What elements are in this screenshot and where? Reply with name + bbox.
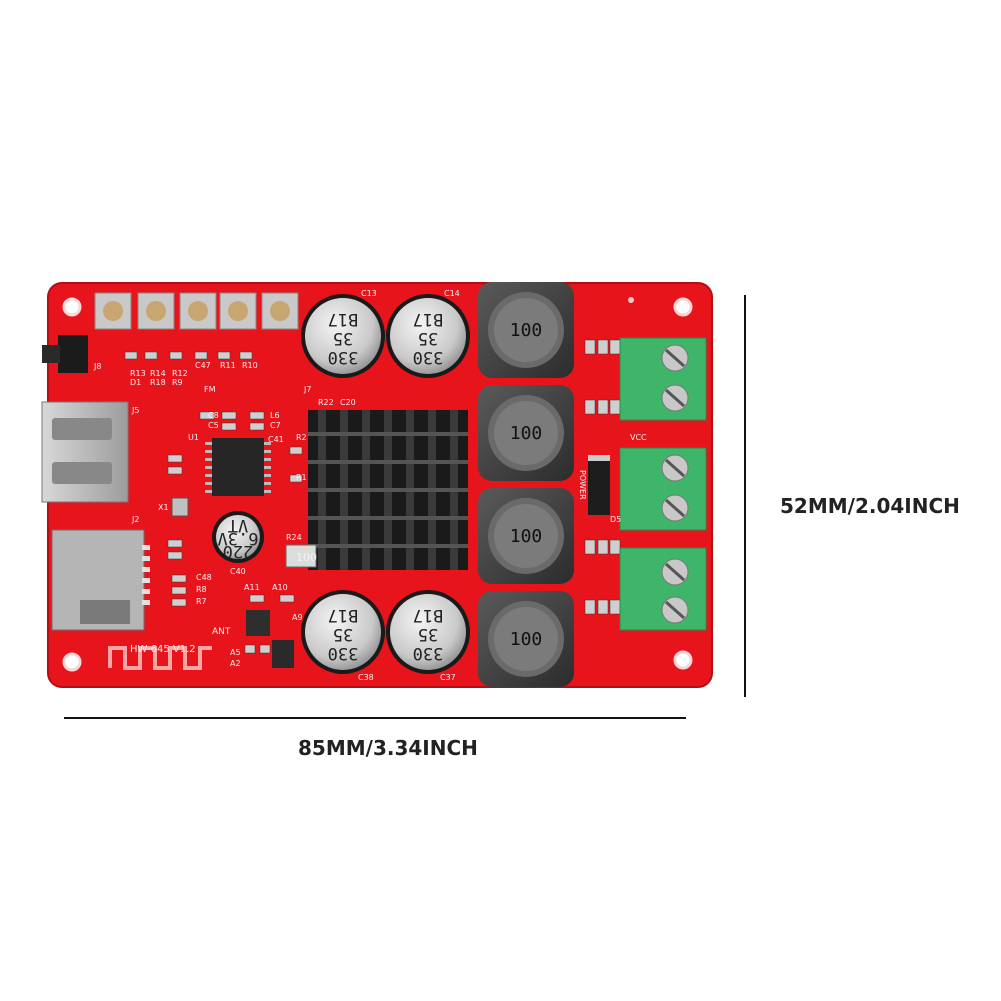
capacitor-4-line-1: 330 — [413, 643, 444, 663]
silk-c20: C20 — [340, 398, 356, 407]
silk-model: HW-645 V1.2 — [130, 644, 196, 655]
silk-r10: R10 — [242, 361, 258, 370]
silk-j5: J5 — [131, 406, 139, 415]
heatsink — [308, 410, 468, 570]
antenna-trace — [108, 646, 212, 670]
silk-d1: D1 — [130, 378, 141, 387]
silk-j8: J8 — [93, 362, 101, 371]
width-dimension-label: 85MM/3.34INCH — [298, 736, 478, 760]
ic-under-heatsink — [285, 544, 317, 568]
silk-l6: L6 — [270, 411, 280, 420]
inductor-2-label: 100 — [510, 423, 543, 444]
height-dimension-label: 52MM/2.04INCH — [780, 494, 960, 518]
silk-r11: R11 — [220, 361, 236, 370]
silk-r9: R9 — [172, 378, 183, 387]
terminal-block-3 — [619, 547, 707, 631]
capacitor-2: 330 35 B17 — [386, 294, 470, 378]
capacitor-2-line-2: 35 — [418, 328, 438, 348]
inductor-1-label: 100 — [510, 320, 543, 341]
mounting-hole — [673, 650, 693, 670]
silk-c47: C47 — [195, 361, 211, 370]
silk-r12: R12 — [172, 369, 188, 378]
silk-r8: R8 — [196, 585, 207, 594]
capacitor-3-line-2: 35 — [333, 624, 353, 644]
capacitor-1: 330 35 B17 — [301, 294, 385, 378]
small-capacitor-line-1: 220 — [223, 541, 254, 561]
ic-under-heatsink-label: 100 — [296, 551, 317, 564]
capacitor-4-line-2: 35 — [418, 624, 438, 644]
inductor-3-label: 100 — [510, 526, 543, 547]
mounting-hole — [673, 297, 693, 317]
silk-u1: U1 — [188, 433, 199, 442]
silk-vcc: VCC — [630, 433, 647, 442]
silk-c38: C38 — [358, 673, 374, 682]
capacitor-1-line-2: 35 — [333, 328, 353, 348]
audio-jack — [42, 335, 88, 373]
capacitor-2-line-3: B17 — [413, 309, 444, 329]
silk-c14: C14 — [444, 289, 460, 298]
silk-c41: C41 — [268, 435, 284, 444]
silk-c7: C7 — [270, 421, 281, 430]
capacitor-1-line-1: 330 — [328, 347, 359, 367]
silk-r22: R22 — [318, 398, 334, 407]
silk-ant: ANT — [212, 627, 231, 637]
silk-c40: C40 — [230, 567, 246, 576]
silk-c48: C48 — [196, 573, 212, 582]
small-capacitor: 220 6.3V VT — [212, 511, 264, 563]
silk-fm: FM — [204, 385, 216, 394]
silk-a9: A9 — [292, 613, 303, 622]
silk-r24: R24 — [286, 533, 302, 542]
terminal-block-2 — [619, 447, 707, 531]
small-capacitor-line-3: VT — [228, 515, 248, 535]
mounting-hole — [62, 297, 82, 317]
diode — [588, 455, 610, 515]
capacitor-3: 330 35 B17 — [301, 590, 385, 674]
silk-r2: R2 — [296, 433, 307, 442]
silk-j2: J2 — [131, 515, 139, 524]
capacitor-3-line-1: 330 — [328, 643, 359, 663]
silkscreen: C13 C14 J7 R22 C20 R2 R1 R24 C38 C37 C40… — [93, 289, 647, 682]
silk-a11: A11 — [244, 583, 260, 592]
capacitor-2-line-1: 330 — [413, 347, 444, 367]
mounting-hole — [62, 652, 82, 672]
silk-a10: A10 — [272, 583, 288, 592]
sd-card-slot — [51, 529, 150, 631]
push-buttons — [94, 292, 299, 330]
smd-components — [124, 339, 621, 654]
capacitor-1-line-3: B17 — [328, 309, 359, 329]
usb-port — [41, 401, 129, 503]
silk-r1: R1 — [296, 473, 307, 482]
silk-r18: R18 — [150, 378, 166, 387]
ic-chip — [205, 438, 271, 496]
inductor-3: 100 — [478, 488, 574, 584]
inductor-1: 100 — [478, 282, 574, 378]
silk-c37: C37 — [440, 673, 456, 682]
small-capacitor-line-2: 6.3V — [218, 528, 259, 548]
silk-r14: R14 — [150, 369, 166, 378]
silk-r13: R13 — [130, 369, 146, 378]
capacitor-3-line-3: B17 — [328, 605, 359, 625]
inductor-2: 100 — [478, 385, 574, 481]
smd-ic — [272, 640, 294, 668]
silk-r7: R7 — [196, 597, 207, 606]
capacitor-4-line-3: B17 — [413, 605, 444, 625]
silk-a2: A2 — [230, 659, 241, 668]
smd-inductor — [246, 610, 270, 636]
crystal — [171, 497, 189, 517]
silk-d5: D5 — [610, 515, 621, 524]
silk-j7: J7 — [303, 385, 311, 394]
inductor-4: 100 — [478, 591, 574, 687]
terminal-block-1 — [619, 337, 707, 421]
silk-x1: X1 — [158, 503, 169, 512]
silk-c13: C13 — [361, 289, 377, 298]
silk-c5: C5 — [208, 421, 219, 430]
silk-a5: A5 — [230, 648, 241, 657]
capacitor-4: 330 35 B17 — [386, 590, 470, 674]
inductor-4-label: 100 — [510, 629, 543, 650]
silk-power: POWER — [578, 470, 587, 500]
silk-c8: C8 — [208, 411, 219, 420]
